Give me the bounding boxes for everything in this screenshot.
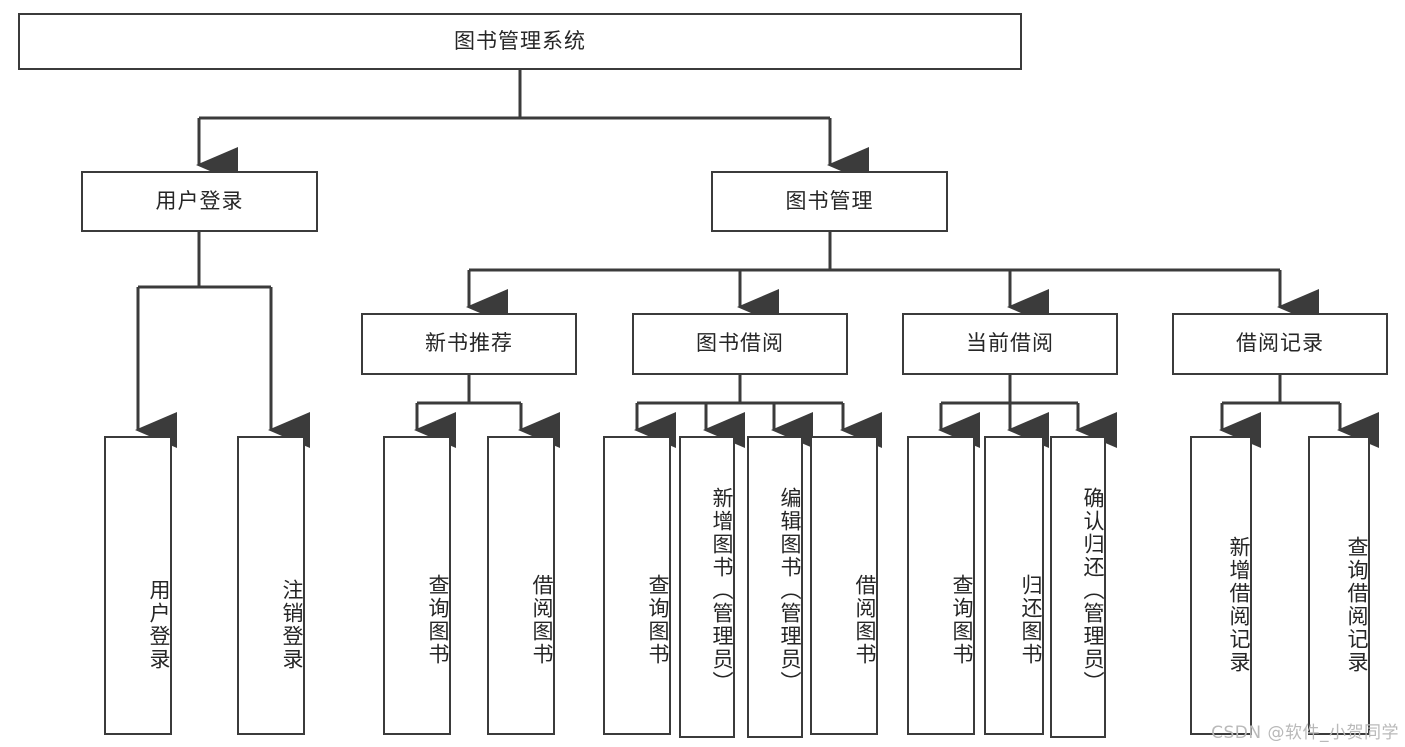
node-label: 借阅图书 bbox=[530, 573, 554, 666]
node-label: 借阅记录 bbox=[1236, 331, 1324, 356]
node-leaf-borrow-book-2[interactable]: 借阅图书 bbox=[810, 436, 878, 735]
node-book-management[interactable]: 图书管理 bbox=[711, 171, 948, 232]
node-leaf-return-book[interactable]: 归还图书 bbox=[984, 436, 1044, 735]
node-label: 新书推荐 bbox=[425, 331, 513, 356]
node-label: 图书管理 bbox=[785, 188, 874, 213]
node-book-management-system[interactable]: 图书管理系统 bbox=[18, 13, 1022, 70]
node-label: 注销登录 bbox=[280, 578, 304, 671]
node-new-book-recommend[interactable]: 新书推荐 bbox=[361, 313, 577, 375]
node-label: 图书管理系统 bbox=[454, 28, 586, 53]
node-label: 查询图书 bbox=[950, 573, 974, 666]
node-label: 用户登录 bbox=[147, 578, 171, 671]
node-label: 查询借阅记录 bbox=[1345, 535, 1369, 674]
node-leaf-query-book-3[interactable]: 查询图书 bbox=[907, 436, 975, 735]
node-label: 新增图书（管理员） bbox=[710, 486, 734, 694]
node-leaf-add-book[interactable]: 新增图书（管理员） bbox=[679, 436, 735, 738]
node-current-borrow[interactable]: 当前借阅 bbox=[902, 313, 1118, 375]
node-leaf-query-book-1[interactable]: 查询图书 bbox=[383, 436, 451, 735]
node-book-borrow[interactable]: 图书借阅 bbox=[632, 313, 848, 375]
node-leaf-user-login[interactable]: 用户登录 bbox=[104, 436, 172, 735]
node-label: 查询图书 bbox=[426, 573, 450, 666]
node-label: 图书借阅 bbox=[696, 331, 784, 356]
node-label: 确认归还（管理员） bbox=[1081, 486, 1105, 694]
node-label: 查询图书 bbox=[646, 573, 670, 666]
node-leaf-query-record[interactable]: 查询借阅记录 bbox=[1308, 436, 1370, 735]
node-label: 借阅图书 bbox=[853, 573, 877, 666]
node-label: 用户登录 bbox=[155, 188, 244, 213]
node-leaf-logout-login[interactable]: 注销登录 bbox=[237, 436, 305, 735]
node-leaf-add-record[interactable]: 新增借阅记录 bbox=[1190, 436, 1252, 735]
node-leaf-query-book-2[interactable]: 查询图书 bbox=[603, 436, 671, 735]
node-label: 归还图书 bbox=[1019, 573, 1043, 666]
node-borrow-record[interactable]: 借阅记录 bbox=[1172, 313, 1388, 375]
node-label: 当前借阅 bbox=[966, 331, 1054, 356]
node-leaf-edit-book[interactable]: 编辑图书（管理员） bbox=[747, 436, 803, 738]
node-user-login[interactable]: 用户登录 bbox=[81, 171, 318, 232]
node-leaf-confirm-return[interactable]: 确认归还（管理员） bbox=[1050, 436, 1106, 738]
node-label: 新增借阅记录 bbox=[1227, 535, 1251, 674]
watermark-text: CSDN @软件_小贺同学 bbox=[1211, 723, 1399, 743]
node-leaf-borrow-book-1[interactable]: 借阅图书 bbox=[487, 436, 555, 735]
node-label: 编辑图书（管理员） bbox=[778, 486, 802, 694]
